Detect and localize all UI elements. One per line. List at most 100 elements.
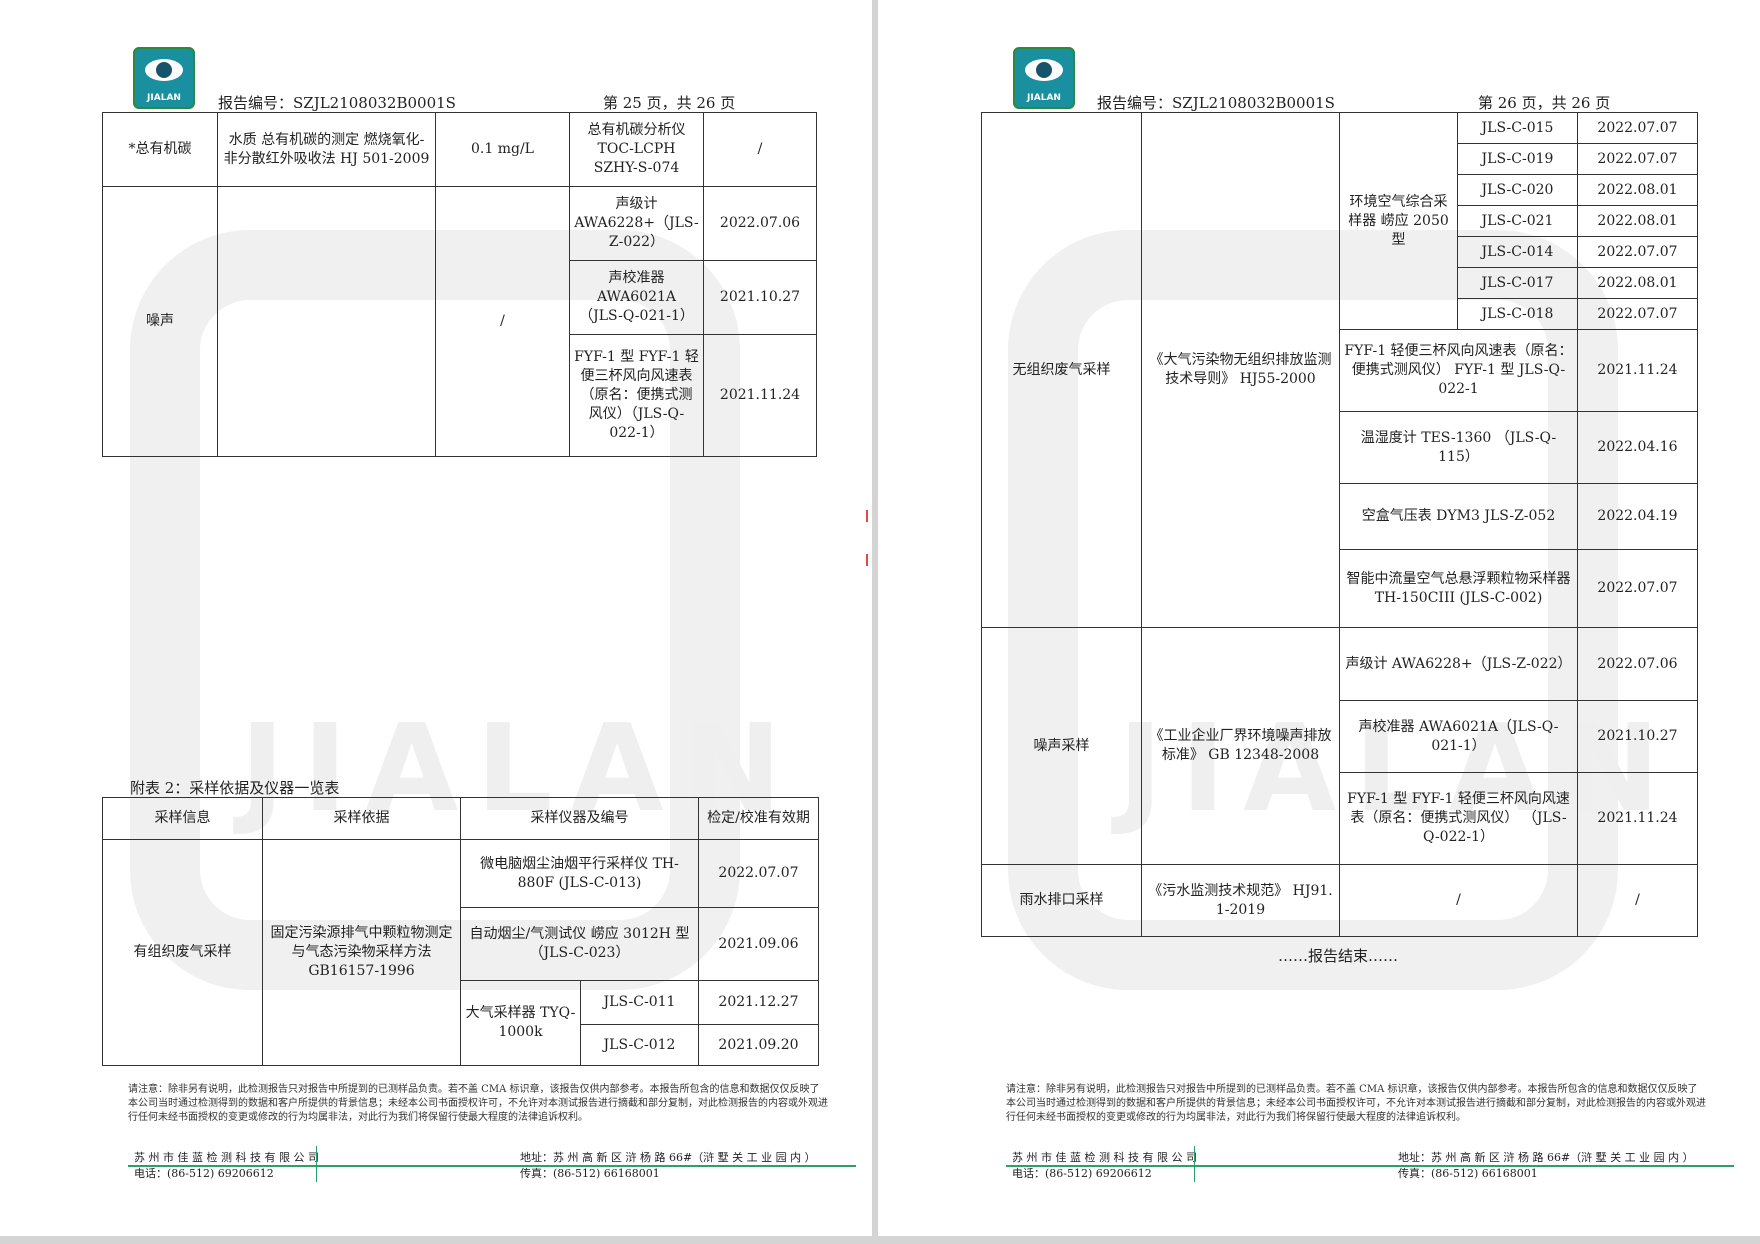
page-number: 第 25 页，共 26 页 (603, 94, 736, 112)
detection-limit: 0.1 mg/L (435, 112, 570, 187)
valid-date: / (1577, 864, 1698, 937)
valid-date: 2022.04.19 (1577, 483, 1698, 550)
sampling-info: 无组织废气采样 (981, 112, 1142, 628)
company-logo: JIALAN (133, 47, 195, 109)
sampling-basis-table: 采样信息 采样依据 采样仪器及编号 检定/校准有效期 有组织废气采样 固定污染源… (102, 797, 819, 1066)
table-row: JLS-C-012 2021.09.20 (103, 1024, 819, 1066)
item-name: *总有机碳 (102, 112, 218, 187)
valid-date: 2022.07.07 (1577, 143, 1698, 175)
table-row: 声校准器 AWA6021A （JLS-Q-021-1） 2021.10.27 (103, 260, 817, 335)
table-row: 有组织废气采样 固定污染源排气中颗粒物测定与气态污染物采样方法 GB16157-… (102, 839, 819, 1066)
logo-text: JIALAN (1027, 93, 1061, 103)
instrument-code: JLS-C-012 (580, 1024, 699, 1066)
sampling-instrument-table: 无组织废气采样 《大气污染物无组织排放监测技术导则》 HJ55-2000 环境空… (981, 112, 1698, 937)
valid-date: 2022.04.16 (1577, 411, 1698, 484)
column-header: 检定/校准有效期 (698, 797, 819, 840)
disclaimer-notice: 请注意：除非另有说明，此检测报告只对报告中所提到的已测样品负责。若不盖 CMA … (128, 1084, 828, 1123)
table-row: 大气采样器 TYQ-1000k JLS-C-011 2021.12.27 (103, 980, 819, 1066)
instrument: 微电脑烟尘油烟平行采样仪 TH-880F (JLS-C-013) (460, 839, 699, 908)
instrument-code: JLS-C-017 (1457, 267, 1578, 299)
table-row: JLS-C-019 2022.07.07 (982, 143, 1698, 175)
report-page-25: JIALAN JIALAN 报告编号：SZJL2108032B0001S 第 2… (0, 0, 872, 1236)
telephone: 电话：(86-512) 69206612 (1012, 1167, 1152, 1180)
address: 地址：苏 州 高 新 区 浒 杨 路 66#（浒 墅 关 工 业 园 内 ） (520, 1151, 816, 1164)
instrument: 温湿度计 TES-1360 （JLS-Q-115） (1339, 411, 1578, 484)
table-row: JLS-C-017 2022.08.01 (982, 267, 1698, 299)
column-header: 采样仪器及编号 (460, 797, 699, 840)
table-row: 智能中流量空气总悬浮颗粒物采样器 TH-150CIII (JLS-C-002) … (982, 549, 1698, 628)
instrument-code: JLS-C-015 (1457, 112, 1578, 144)
valid-date: / (703, 112, 817, 187)
fax: 传真：(86-512) 66168001 (520, 1167, 660, 1180)
instrument: 声校准器 AWA6021A （JLS-Q-021-1） (569, 260, 704, 335)
test-method-table: *总有机碳 水质 总有机碳的测定 燃烧氧化-非分散红外吸收法 HJ 501-20… (102, 112, 817, 457)
table-row: 无组织废气采样 《大气污染物无组织排放监测技术导则》 HJ55-2000 环境空… (981, 112, 1698, 628)
instrument: FYF-1 型 FYF-1 轻便三杯风向风速表（原名：便携式测风仪）（JLS-Q… (569, 334, 704, 457)
valid-date: 2021.09.20 (698, 1024, 819, 1066)
instrument-code: JLS-C-014 (1457, 236, 1578, 268)
instrument-code: JLS-C-018 (1457, 298, 1578, 330)
report-number: 报告编号：SZJL2108032B0001S (1097, 94, 1335, 112)
valid-date: 2021.12.27 (698, 980, 819, 1025)
instrument: 空盒气压表 DYM3 JLS-Z-052 (1339, 483, 1578, 550)
instrument: 声级计 AWA6228+（JLS-Z-022） (569, 186, 704, 261)
table-row: FYF-1 型 FYF-1 轻便三杯风向风速表（原名：便携式测风仪）（JLS-Q… (103, 334, 817, 457)
valid-date: 2021.09.06 (698, 907, 819, 981)
disclaimer-notice: 请注意：除非另有说明，此检测报告只对报告中所提到的已测样品负责。若不盖 CMA … (1006, 1084, 1706, 1123)
fax: 传真：(86-512) 66168001 (1398, 1167, 1538, 1180)
instrument-code: JLS-C-019 (1457, 143, 1578, 175)
valid-date: 2022.07.07 (1577, 298, 1698, 330)
instrument: / (1339, 864, 1578, 937)
footer-rule (1006, 1165, 1734, 1167)
address: 地址：苏 州 高 新 区 浒 杨 路 66#（浒 墅 关 工 业 园 内 ） (1398, 1151, 1694, 1164)
valid-date: 2021.11.24 (1577, 329, 1698, 412)
valid-date: 2022.07.06 (703, 186, 817, 261)
instrument: FYF-1 轻便三杯风向风速表（原名：便携式测风仪） FYF-1 型 JLS-Q… (1339, 329, 1578, 412)
instrument-code: JLS-C-020 (1457, 174, 1578, 206)
table-row: 自动烟尘/气测试仪 崂应 3012H 型 （JLS-C-023） 2021.09… (103, 907, 819, 981)
valid-date: 2021.10.27 (703, 260, 817, 335)
valid-date: 2022.08.01 (1577, 174, 1698, 206)
table-row: JLS-C-018 2022.07.07 (982, 298, 1698, 330)
table-caption: 附表 2：采样依据及仪器一览表 (130, 779, 340, 797)
company-logo: JIALAN (1013, 47, 1075, 109)
page-edge-mark (866, 554, 868, 566)
table-row: 噪声采样 《工业企业厂界环境噪声排放标准》 GB 12348-2008 声级计 … (981, 627, 1698, 865)
table-row: JLS-C-014 2022.07.07 (982, 236, 1698, 268)
company-name: 苏 州 市 佳 蓝 检 测 科 技 有 限 公 司 (1012, 1151, 1197, 1164)
sampling-info: 噪声采样 (981, 627, 1142, 865)
valid-date: 2021.10.27 (1577, 700, 1698, 773)
instrument: 声校准器 AWA6021A（JLS-Q-021-1） (1339, 700, 1578, 773)
sampling-basis: 《大气污染物无组织排放监测技术导则》 HJ55-2000 (1141, 112, 1340, 628)
instrument: 大气采样器 TYQ-1000k (460, 980, 581, 1066)
table-row: 声校准器 AWA6021A（JLS-Q-021-1） 2021.10.27 (982, 700, 1698, 773)
sampling-basis: 《污水监测技术规范》 HJ91. 1-2019 (1141, 864, 1340, 937)
page-number: 第 26 页，共 26 页 (1478, 94, 1611, 112)
sampling-basis: 固定污染源排气中颗粒物测定与气态污染物采样方法 GB16157-1996 (262, 839, 461, 1066)
telephone: 电话：(86-512) 69206612 (134, 1167, 274, 1180)
report-page-26: JIALAN JIALAN 报告编号：SZJL2108032B0001S 第 2… (878, 0, 1760, 1236)
valid-date: 2021.11.24 (703, 334, 817, 457)
instrument: 自动烟尘/气测试仪 崂应 3012H 型 （JLS-C-023） (460, 907, 699, 981)
table-row: JLS-C-020 2022.08.01 (982, 174, 1698, 206)
method: 水质 总有机碳的测定 燃烧氧化-非分散红外吸收法 HJ 501-2009 (217, 112, 436, 187)
table-row: 噪声 / 声级计 AWA6228+（JLS-Z-022） 2022.07.06 (102, 186, 817, 457)
table-row: *总有机碳 水质 总有机碳的测定 燃烧氧化-非分散红外吸收法 HJ 501-20… (102, 112, 817, 187)
company-name: 苏 州 市 佳 蓝 检 测 科 技 有 限 公 司 (134, 1151, 319, 1164)
valid-date: 2022.07.06 (1577, 627, 1698, 701)
valid-date: 2022.07.07 (1577, 549, 1698, 628)
column-header: 采样依据 (262, 797, 461, 840)
valid-date: 2022.08.01 (1577, 267, 1698, 299)
instrument: FYF-1 型 FYF-1 轻便三杯风向风速表（原名：便携式测风仪） （JLS-… (1339, 772, 1578, 865)
instrument: 总有机碳分析仪 TOC-LCPH SZHY-S-074 (569, 112, 704, 187)
table-header-row: 采样信息 采样依据 采样仪器及编号 检定/校准有效期 (102, 797, 819, 840)
sampling-info: 有组织废气采样 (102, 839, 263, 1066)
footer-divider (1194, 1146, 1195, 1182)
table-row: 空盒气压表 DYM3 JLS-Z-052 2022.04.19 (982, 483, 1698, 550)
footer-rule (128, 1165, 856, 1167)
report-end: ……报告结束…… (1278, 947, 1399, 965)
sampling-basis: 《工业企业厂界环境噪声排放标准》 GB 12348-2008 (1141, 627, 1340, 865)
footer-divider (316, 1146, 317, 1182)
valid-date: 2021.11.24 (1577, 772, 1698, 865)
valid-date: 2022.08.01 (1577, 205, 1698, 237)
